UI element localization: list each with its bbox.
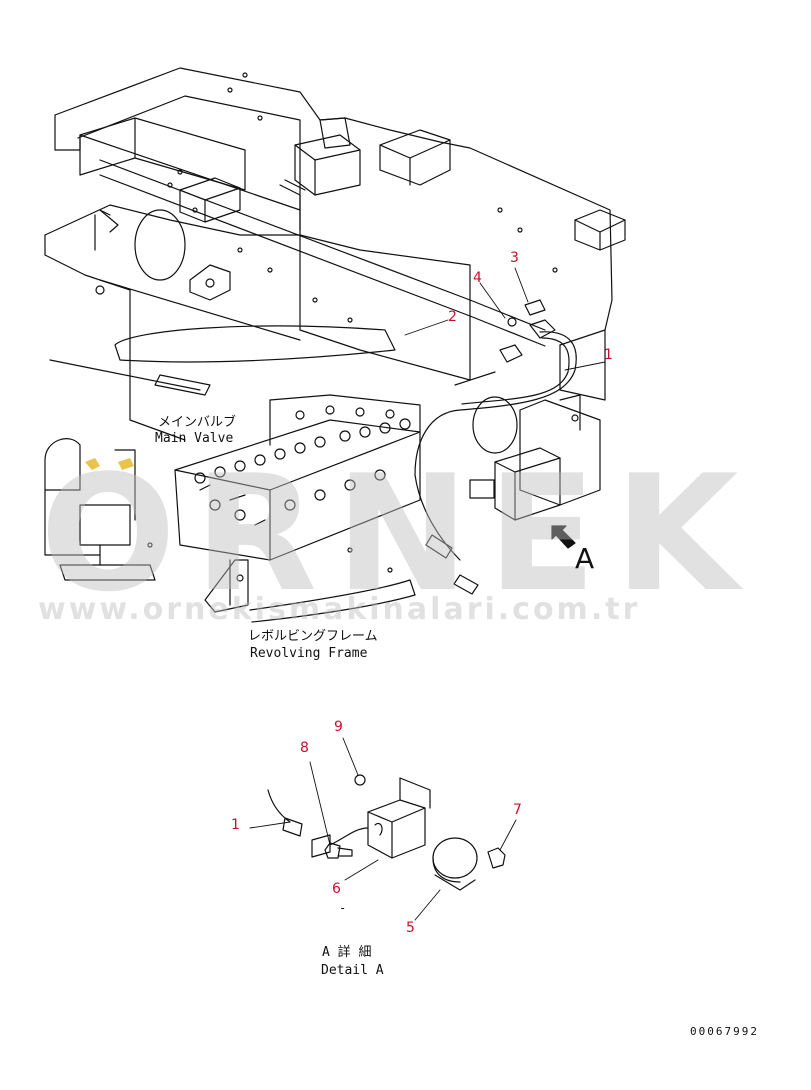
watermark-url: www.ornekismakinalari.com.tr (38, 592, 641, 627)
detail-a-label-jp: A 詳 細 (322, 945, 372, 960)
callout-3-upper: 3 (510, 250, 519, 266)
marker-yellow-icon (85, 458, 134, 470)
revolving-frame-label-en: Revolving Frame (250, 646, 368, 661)
watermark-brand: ORNEK (40, 440, 757, 627)
main-valve-drawing (174, 394, 421, 561)
detail-a-drawing (267, 774, 506, 891)
main-valve-label-jp: メインバルブ (158, 415, 237, 430)
callout-6-detail: 6 (332, 881, 341, 897)
callout-1-detail: 1 (231, 817, 240, 833)
leader-lines-upper (404, 267, 606, 371)
dash-mark: - (339, 901, 347, 915)
callout-5-detail: 5 (406, 920, 415, 936)
callout-1-upper: 1 (604, 347, 613, 363)
harness-assembly-upper (414, 299, 577, 595)
drawing-code: 00067992 (690, 1025, 759, 1038)
revolving-frame-label-jp: レボルビングフレーム (248, 629, 378, 644)
callout-7-detail: 7 (513, 802, 522, 818)
main-valve-label-en: Main Valve (155, 431, 234, 446)
view-a-letter: A (575, 542, 595, 575)
detail-a-label-en: Detail A (321, 963, 384, 978)
callout-9-detail: 9 (334, 719, 343, 735)
callout-4-upper: 4 (473, 270, 482, 286)
callout-8-detail: 8 (300, 740, 309, 756)
frame-left-drawing (44, 438, 416, 623)
callout-2-upper: 2 (448, 309, 457, 325)
view-a-arrow (551, 525, 576, 549)
leader-lines-detail (249, 737, 517, 921)
revolving-frame-drawing (44, 67, 626, 506)
